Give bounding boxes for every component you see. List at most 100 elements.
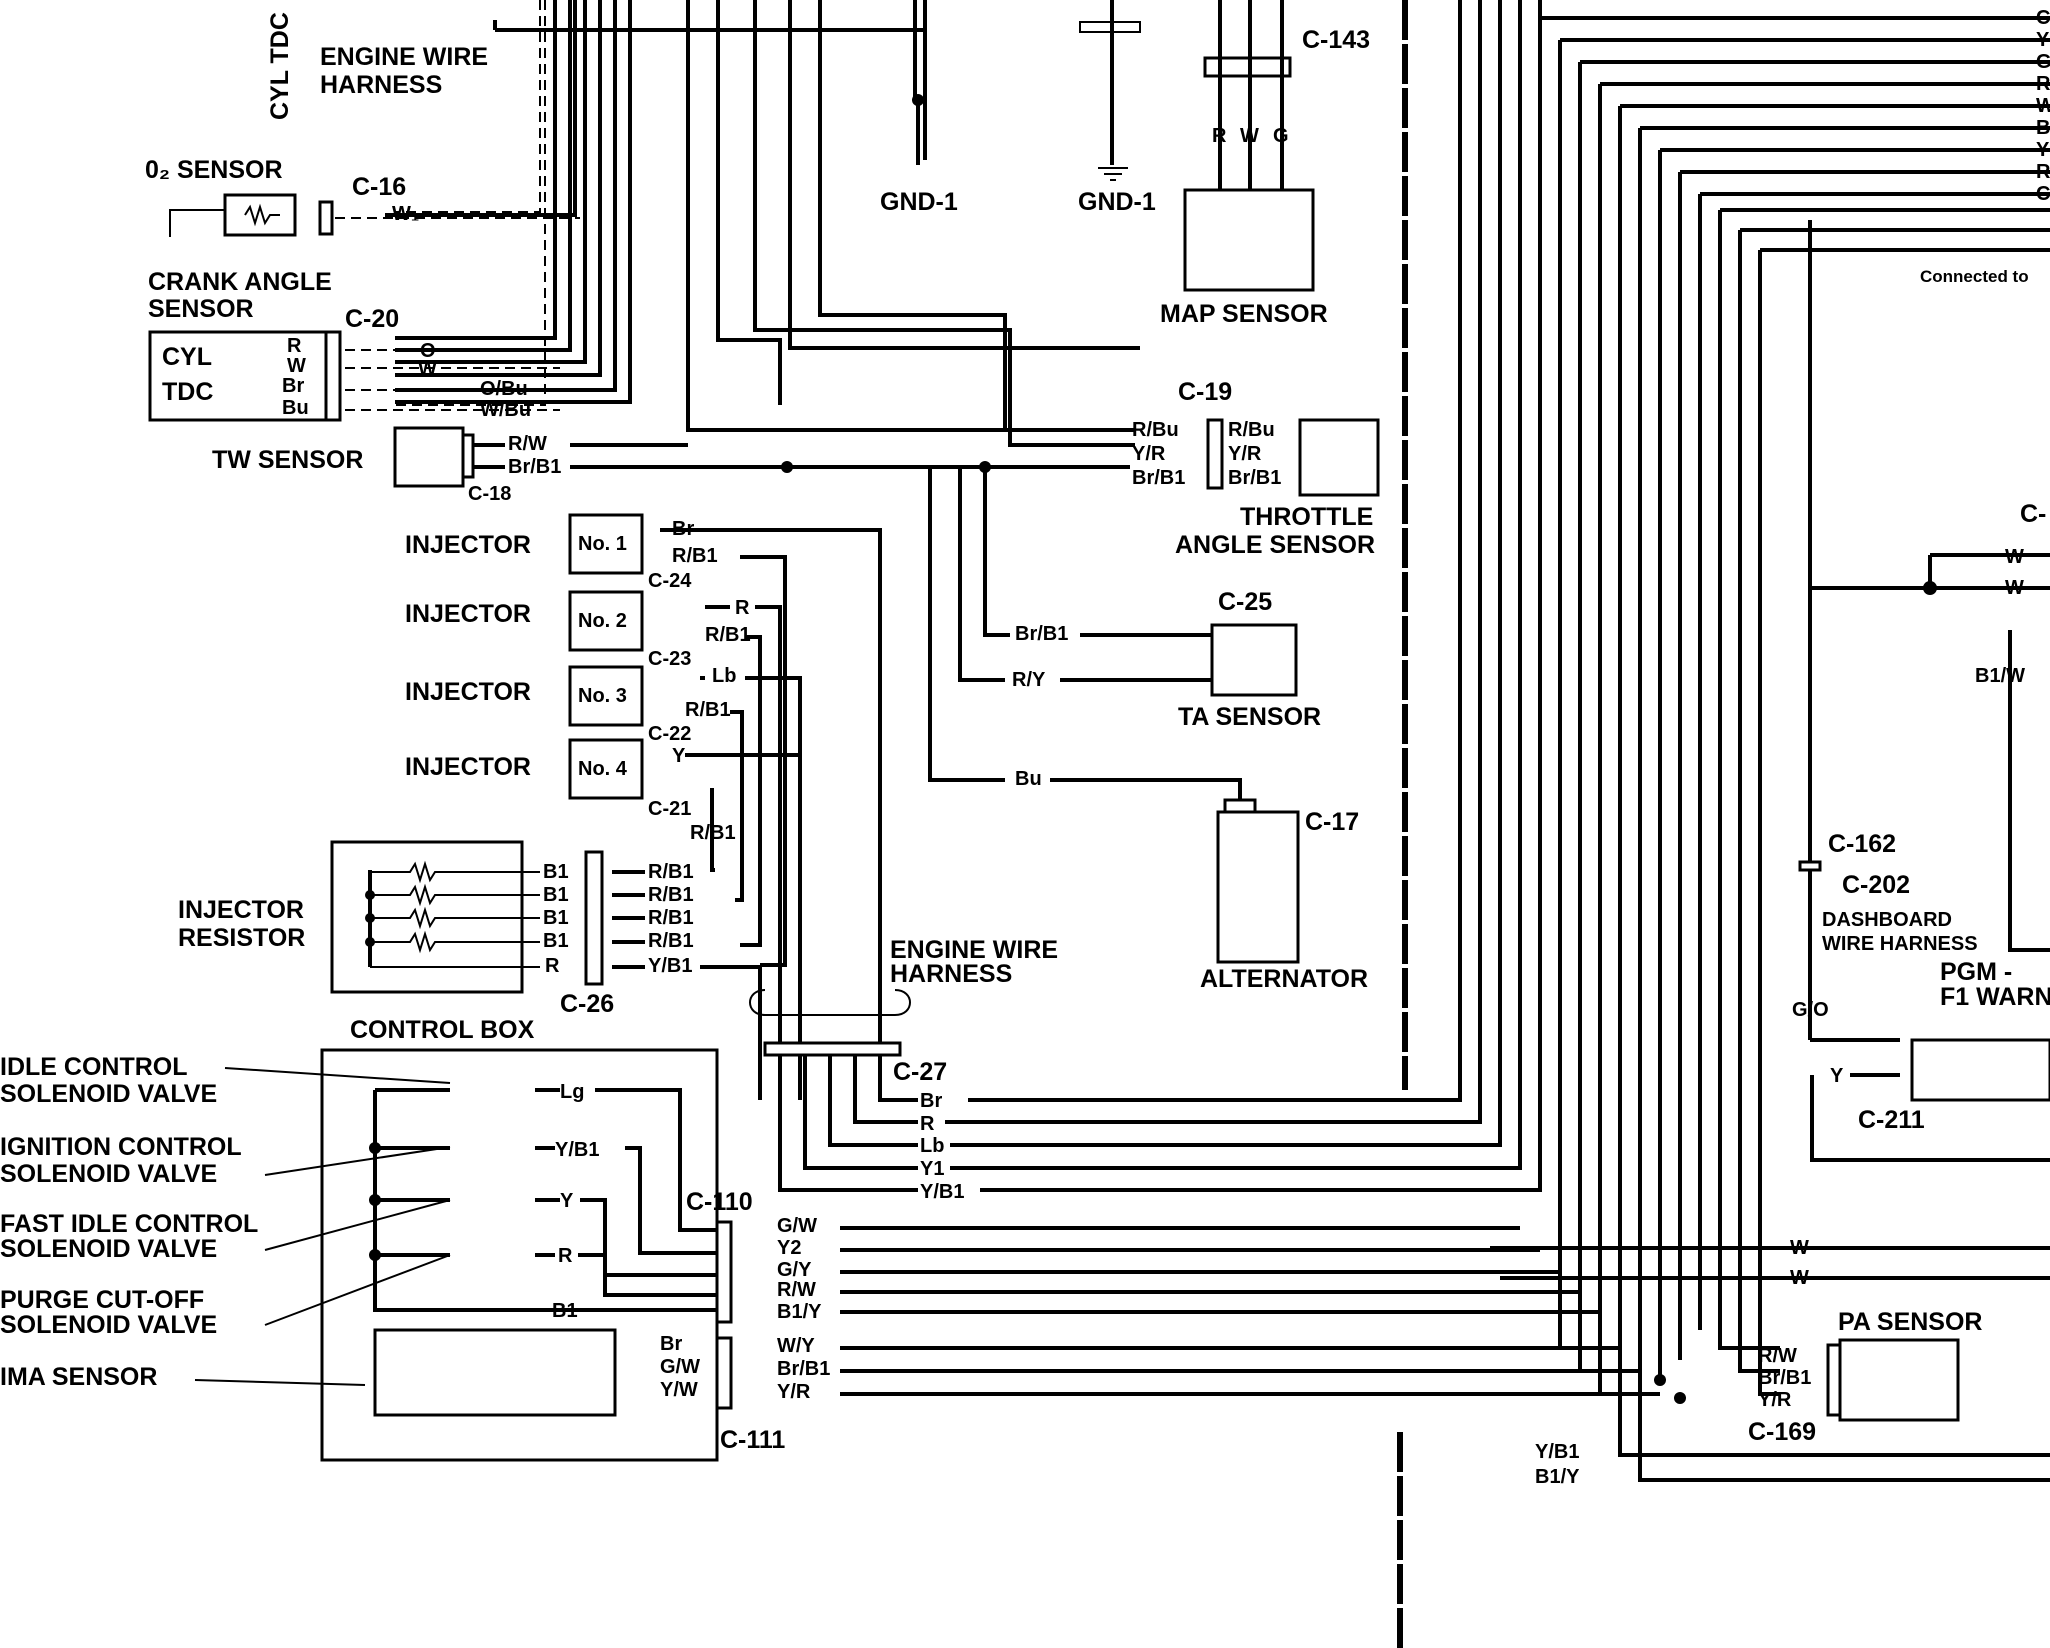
svg-text:INJECTOR: INJECTOR: [405, 531, 531, 559]
svg-text:B1/Y: B1/Y: [1535, 1466, 1580, 1488]
svg-text:Y1: Y1: [920, 1158, 944, 1180]
svg-text:C-162: C-162: [1828, 830, 1896, 858]
svg-text:B1: B1: [552, 1300, 578, 1322]
svg-text:W: W: [2005, 577, 2024, 599]
svg-text:Y/B1: Y/B1: [648, 955, 692, 977]
svg-text:C-27: C-27: [893, 1058, 947, 1086]
svg-text:TA SENSOR: TA SENSOR: [1178, 703, 1321, 731]
svg-text:MAP SENSOR: MAP SENSOR: [1160, 300, 1328, 328]
svg-text:C-143: C-143: [1302, 26, 1370, 54]
svg-text:Bu: Bu: [1015, 768, 1042, 790]
cyl-label: CYL: [162, 343, 212, 371]
injectors: INJECTOR INJECTOR INJECTOR INJECTOR No. …: [405, 513, 882, 1100]
right-harness-bundle: Y/B1 B1/Y W W: [1490, 16, 2050, 1488]
svg-text:No. 4: No. 4: [578, 758, 628, 780]
svg-text:IGNITION CONTROL: IGNITION CONTROL: [0, 1133, 242, 1161]
svg-text:Br/B1: Br/B1: [1228, 467, 1281, 489]
c20-label: C-20: [345, 305, 399, 333]
svg-text:R/B1: R/B1: [648, 930, 694, 952]
svg-text:R: R: [1212, 125, 1227, 147]
svg-text:F1 WARN: F1 WARN: [1940, 983, 2050, 1011]
svg-text:C-19: C-19: [1178, 378, 1232, 406]
svg-text:C-111: C-111: [720, 1426, 785, 1454]
svg-text:C-23: C-23: [648, 648, 691, 670]
edge-letter: C: [2036, 7, 2050, 29]
svg-text:R/B1: R/B1: [705, 624, 751, 646]
svg-text:Br/B1: Br/B1: [1758, 1367, 1811, 1389]
svg-text:ENGINE WIRE: ENGINE WIRE: [320, 43, 488, 71]
engine-harness-trunk: [385, 0, 1140, 447]
svg-text:B1: B1: [543, 884, 569, 906]
svg-text:B1/W: B1/W: [1975, 665, 2025, 687]
svg-text:C-211: C-211: [1858, 1106, 1925, 1134]
svg-text:Br: Br: [660, 1333, 682, 1355]
svg-text:R/W: R/W: [508, 433, 547, 455]
svg-text:IDLE CONTROL: IDLE CONTROL: [0, 1053, 188, 1081]
svg-text:GND-1: GND-1: [1078, 188, 1156, 216]
svg-text:B1: B1: [543, 930, 569, 952]
svg-text:Br/B1: Br/B1: [777, 1358, 830, 1380]
c16-label: C-16: [352, 173, 406, 201]
svg-text:Bu: Bu: [282, 397, 309, 419]
svg-text:GND-1: GND-1: [880, 188, 958, 216]
svg-text:TW SENSOR: TW SENSOR: [212, 446, 363, 474]
svg-text:R: R: [735, 597, 750, 619]
svg-text:RESISTOR: RESISTOR: [178, 924, 305, 952]
svg-text:IMA SENSOR: IMA SENSOR: [0, 1363, 157, 1391]
top-harness-labels: ENGINE WIRE HARNESS CYL TDC: [266, 12, 488, 120]
svg-text:INJECTOR: INJECTOR: [178, 896, 304, 924]
svg-text:Lb: Lb: [712, 665, 736, 687]
svg-text:ALTERNATOR: ALTERNATOR: [1200, 965, 1368, 993]
svg-text:O: O: [420, 340, 436, 362]
edge-letter: Y: [2036, 29, 2050, 51]
svg-text:W: W: [418, 358, 437, 380]
svg-text:G/W: G/W: [777, 1215, 817, 1237]
svg-text:HARNESS: HARNESS: [890, 960, 1012, 988]
svg-text:C-: C-: [2020, 500, 2046, 528]
svg-text:Y2: Y2: [777, 1237, 801, 1259]
svg-text:WIRE HARNESS: WIRE HARNESS: [1822, 933, 1978, 955]
svg-text:CYL TDC: CYL TDC: [266, 12, 294, 120]
svg-text:W: W: [1790, 1237, 1809, 1259]
svg-text:W: W: [287, 355, 306, 377]
svg-text:G/O: G/O: [1792, 999, 1829, 1021]
svg-text:Y/R: Y/R: [1132, 443, 1166, 465]
svg-text:No. 3: No. 3: [578, 685, 627, 707]
svg-text:C-110: C-110: [686, 1188, 753, 1216]
svg-text:C-24: C-24: [648, 570, 692, 592]
svg-text:Y/R: Y/R: [777, 1381, 811, 1403]
svg-text:SOLENOID VALVE: SOLENOID VALVE: [0, 1235, 217, 1263]
svg-text:B1/Y: B1/Y: [777, 1301, 822, 1323]
svg-text:R/B1: R/B1: [648, 884, 694, 906]
svg-text:C-17: C-17: [1305, 808, 1359, 836]
svg-text:R/Bu: R/Bu: [1132, 419, 1179, 441]
wire-w1-label: W₁: [392, 203, 419, 225]
svg-text:R/B1: R/B1: [648, 907, 694, 929]
svg-text:C-169: C-169: [1748, 1418, 1816, 1446]
svg-text:G: G: [1273, 125, 1289, 147]
svg-text:PGM -: PGM -: [1940, 958, 2012, 986]
svg-text:R: R: [545, 955, 560, 977]
svg-text:INJECTOR: INJECTOR: [405, 753, 531, 781]
edge-letter: C: [2036, 183, 2050, 205]
svg-text:Br: Br: [282, 375, 304, 397]
svg-text:W: W: [2005, 546, 2024, 568]
svg-text:SOLENOID VALVE: SOLENOID VALVE: [0, 1160, 217, 1188]
svg-text:R: R: [287, 335, 302, 357]
svg-text:CONTROL BOX: CONTROL BOX: [350, 1016, 535, 1044]
svg-text:R: R: [920, 1113, 935, 1135]
svg-text:PURGE CUT-OFF: PURGE CUT-OFF: [0, 1286, 204, 1314]
svg-text:Y: Y: [672, 745, 686, 767]
control-box: CONTROL BOX IDLE CONTROL SOLENOID VALVE …: [0, 1016, 1660, 1462]
svg-text:Y/W: Y/W: [660, 1379, 698, 1401]
o2-sensor: 0₂ SENSOR C-16 W₁: [145, 156, 580, 237]
injector-resistor: INJECTOR RESISTOR B1 B1 B1 B1 R R/B1 R/B…: [178, 840, 762, 1100]
svg-text:G/Y: G/Y: [777, 1259, 812, 1281]
svg-text:No. 1: No. 1: [578, 533, 627, 555]
svg-text:Connected to: Connected to: [1920, 267, 2029, 286]
svg-text:Br: Br: [920, 1090, 942, 1112]
crank-angle-sensor: CRANK ANGLE SENSOR CYL TDC C-20 R W Br B…: [148, 268, 560, 422]
svg-text:B1: B1: [543, 907, 569, 929]
